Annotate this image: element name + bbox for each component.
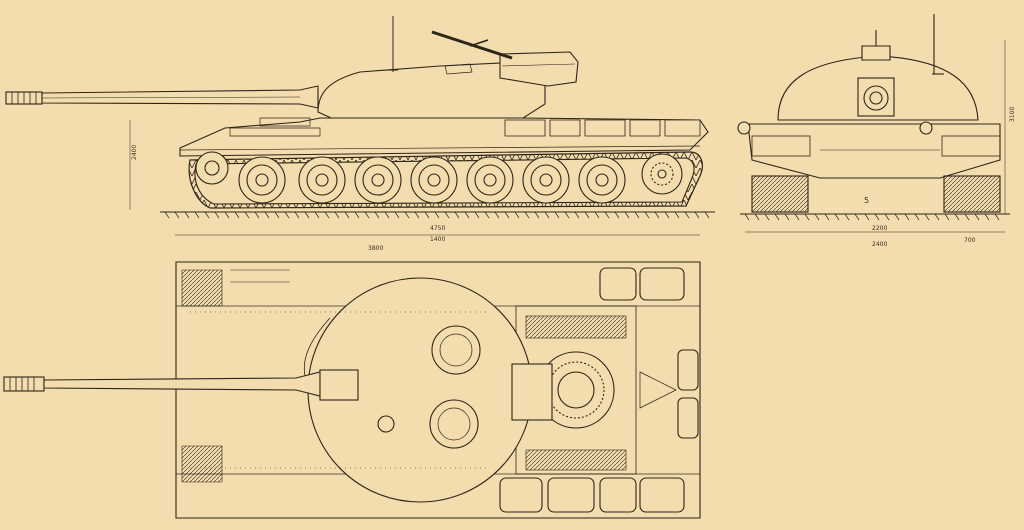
road-wheel <box>354 156 402 204</box>
fuel-tanks <box>504 119 701 137</box>
front-track-left <box>751 175 809 213</box>
front-view <box>737 14 1010 233</box>
rear-fuel-drums <box>499 267 699 513</box>
idler-wheel <box>195 151 229 185</box>
drive-sprocket <box>641 153 683 195</box>
front-shoe-width-dimension: 700 <box>964 237 976 244</box>
side-sub-dimension: 1400 <box>430 236 445 243</box>
road-wheel <box>410 156 458 204</box>
front-hull <box>747 123 1001 179</box>
side-gun <box>5 85 319 109</box>
side-length-dimension: 4750 <box>430 225 445 232</box>
road-wheel <box>578 156 626 204</box>
top-length-dimension: 3800 <box>368 245 383 252</box>
road-wheel <box>466 156 514 204</box>
road-wheels <box>238 156 626 204</box>
front-track-right <box>943 175 1001 213</box>
road-wheel <box>298 156 346 204</box>
periscope <box>377 415 395 433</box>
front-overall-width-dimension: 2400 <box>872 241 887 248</box>
side-hull <box>179 117 709 157</box>
front-height-dimension: 3100 <box>1009 107 1016 122</box>
front-hull-mark: 5 <box>864 196 869 205</box>
road-wheel <box>522 156 570 204</box>
side-ground-hatch <box>164 211 710 219</box>
loader-hatch <box>431 325 481 375</box>
side-turret <box>317 16 579 123</box>
front-track-width-dimension: 2200 <box>872 225 887 232</box>
gun-muzzle-front <box>863 85 889 111</box>
side-height-dimension: 2400 <box>131 145 138 160</box>
commander-cupola <box>499 51 579 87</box>
road-wheel <box>238 156 286 204</box>
side-view <box>5 16 715 236</box>
commander-hatch <box>429 399 479 449</box>
top-view <box>3 261 701 519</box>
breech-carousel <box>511 351 615 429</box>
